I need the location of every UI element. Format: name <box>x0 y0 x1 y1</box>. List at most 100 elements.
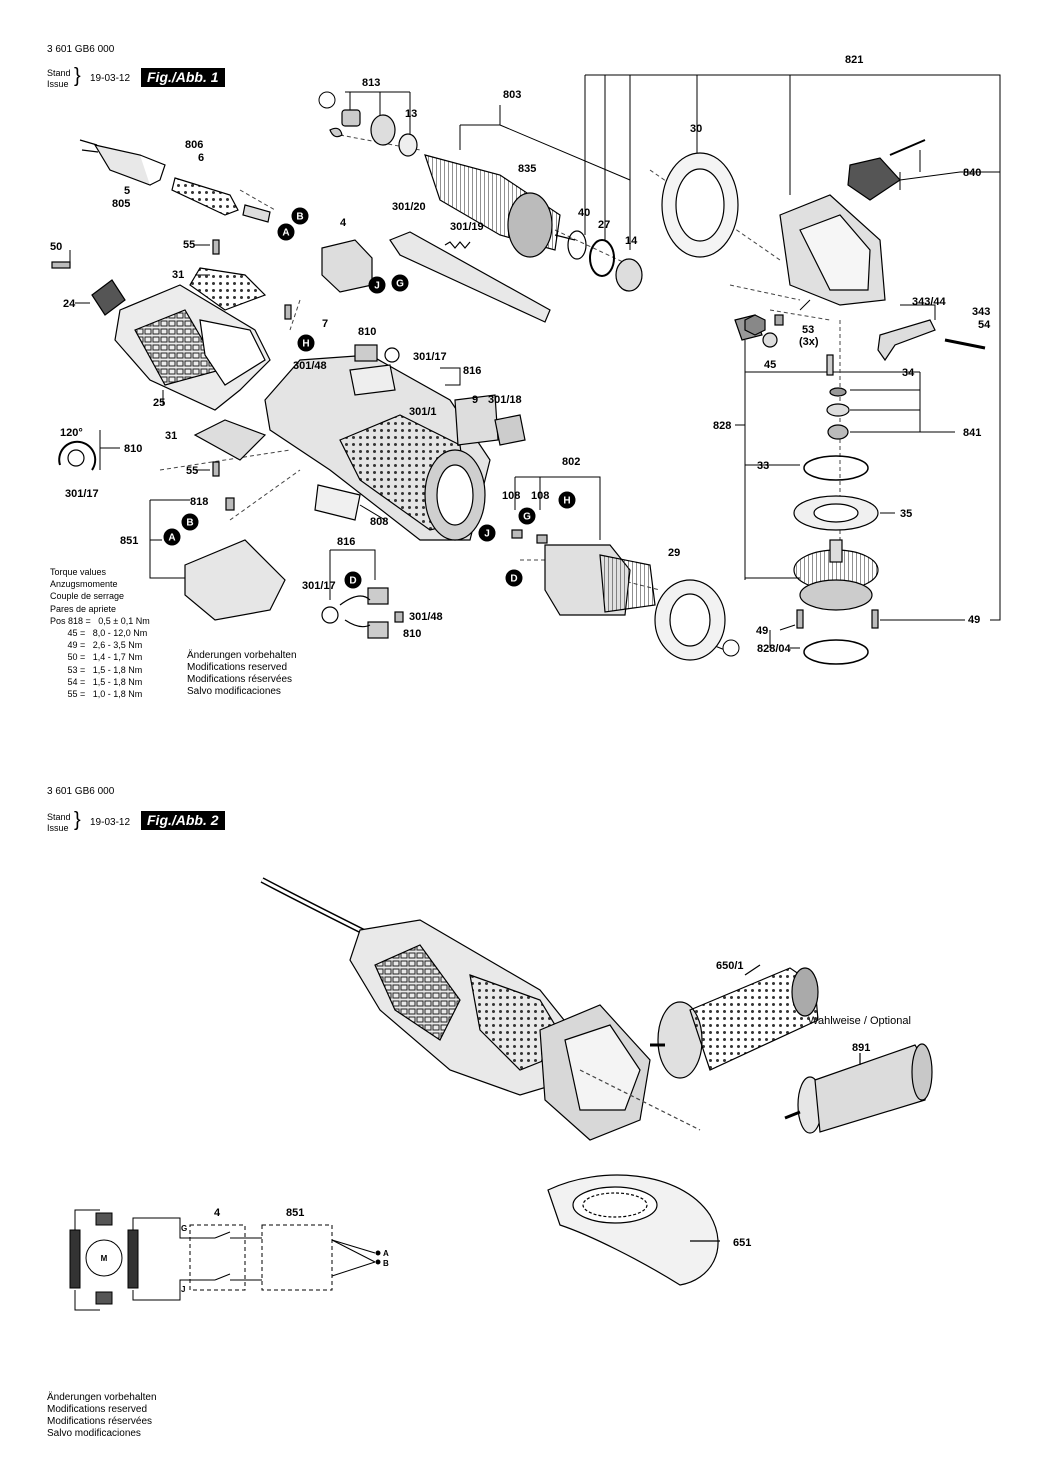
spring-clip <box>329 127 343 138</box>
spring-washer <box>829 387 847 397</box>
torque-line: Torque values <box>50 567 107 577</box>
note-line: Änderungen vorbehalten <box>187 650 297 661</box>
part-number-label: 7 <box>322 318 328 330</box>
part-number-label: 49 <box>968 614 980 626</box>
part-number-label: 816 <box>337 536 355 548</box>
part-number-label: 841 <box>963 427 981 439</box>
part-number-label: 35 <box>900 508 912 520</box>
torque-line: Anzugsmomente <box>50 579 118 590</box>
note-line: Modifications réservées <box>47 1416 153 1427</box>
bearing-part <box>341 109 361 127</box>
callout-letter: A <box>323 96 330 107</box>
callout-circle <box>518 507 536 525</box>
circuit-label: B <box>383 1259 389 1268</box>
callout-circle <box>291 207 309 225</box>
callout-circle <box>344 571 362 589</box>
circuit-label: M <box>101 1254 108 1263</box>
callout-letter: A <box>727 644 734 655</box>
part-number-label: 33 <box>757 460 769 472</box>
spring <box>444 241 471 249</box>
part-number-label: 828/04 <box>757 643 792 655</box>
rear-cover <box>114 284 271 411</box>
part-number-label: 31 <box>172 269 184 281</box>
part-number-label: 840 <box>963 167 981 179</box>
bearing-part <box>398 133 418 157</box>
circuit-label: A <box>383 1249 389 1258</box>
part-number-label: 650/1 <box>716 960 744 972</box>
on-off-switch <box>321 239 373 293</box>
screw-part <box>796 609 804 629</box>
callout-letter: A <box>168 533 175 544</box>
part-number-label: 301/17 <box>302 580 336 592</box>
part-number-label: 301/19 <box>450 221 484 233</box>
callout-letter: H <box>563 496 570 507</box>
fig1-issue-label: Issue <box>47 79 69 89</box>
part-number-label: 835 <box>518 163 536 175</box>
fig2-brace: } <box>74 809 81 831</box>
note-line: Salvo modificaciones <box>187 686 281 697</box>
carbon-brush <box>367 621 389 639</box>
note-line: Modifications réservées <box>187 674 293 685</box>
part-number-label: 651 <box>733 1237 751 1249</box>
cord-clamp <box>242 204 271 223</box>
switch-symbol-box <box>189 1224 246 1291</box>
part-number-label: (3x) <box>799 336 819 348</box>
part-number-label: 108 <box>531 490 549 502</box>
part-number-label: 802 <box>562 456 580 468</box>
air-guide-ring <box>675 168 725 242</box>
optional-handle <box>784 1043 933 1134</box>
torque-values-table: Torque values Anzugsmomente Couple de se… <box>50 566 150 700</box>
torque-line: 55 = 1,0 - 1,8 Nm <box>50 689 143 700</box>
note-line: Änderungen vorbehalten <box>47 1392 157 1403</box>
part-number-label: 45 <box>764 359 776 371</box>
callout-letter: H <box>302 339 309 350</box>
callout-letter: G <box>523 512 531 523</box>
part-number-label: 301/17 <box>65 488 99 500</box>
part-number-label: 818 <box>190 496 208 508</box>
screw-part <box>212 239 220 255</box>
label-plate <box>454 394 499 446</box>
callout-circle <box>181 513 199 531</box>
washer <box>589 239 615 277</box>
part-number-label: 301/18 <box>488 394 522 406</box>
callout-letter: D <box>510 574 517 585</box>
callout-circle <box>478 524 496 542</box>
part-number-label: 24 <box>63 298 76 310</box>
optional-label: Wahlweise / Optional <box>808 1015 911 1027</box>
part-number-label: 301/48 <box>293 360 327 372</box>
fig1-part-labels: 8218138031383530840806658054301/20301/19… <box>50 54 991 655</box>
o-ring <box>803 455 869 481</box>
callout-circle <box>558 491 576 509</box>
callout-letter: J <box>484 529 490 540</box>
electronic-symbol-box <box>261 1224 333 1291</box>
part-number-label: 50 <box>50 241 62 253</box>
fig2-title: Fig./Abb. 2 <box>141 811 225 830</box>
note-line: Modifications reserved <box>47 1404 148 1415</box>
part-number-label: 108 <box>502 490 520 502</box>
callout-letter: G <box>396 279 404 290</box>
torque-line: 53 = 1,5 - 1,8 Nm <box>50 664 143 675</box>
callout-circle <box>163 528 181 546</box>
armature <box>424 154 576 258</box>
part-number-label: 851 <box>120 535 138 547</box>
part-number-label: 301/20 <box>392 201 426 213</box>
part-number-label: 14 <box>625 235 638 247</box>
part-number-label: 808 <box>370 516 388 528</box>
callout-circle <box>277 223 295 241</box>
wiring-diagram <box>69 1209 381 1311</box>
screw-part <box>212 461 220 477</box>
part-number-label: 810 <box>403 628 421 640</box>
part-number-label: 4 <box>340 217 347 229</box>
nut-part <box>744 314 766 336</box>
torque-line: 49 = 2,6 - 3,5 Nm <box>50 640 143 651</box>
terminal-part <box>511 529 523 539</box>
screw-part <box>871 609 879 629</box>
protection-guard <box>547 1174 719 1286</box>
circuit-label: J <box>181 1285 185 1294</box>
slide-rod <box>389 231 551 323</box>
terminal-part <box>536 534 548 544</box>
screw-part <box>225 497 235 511</box>
